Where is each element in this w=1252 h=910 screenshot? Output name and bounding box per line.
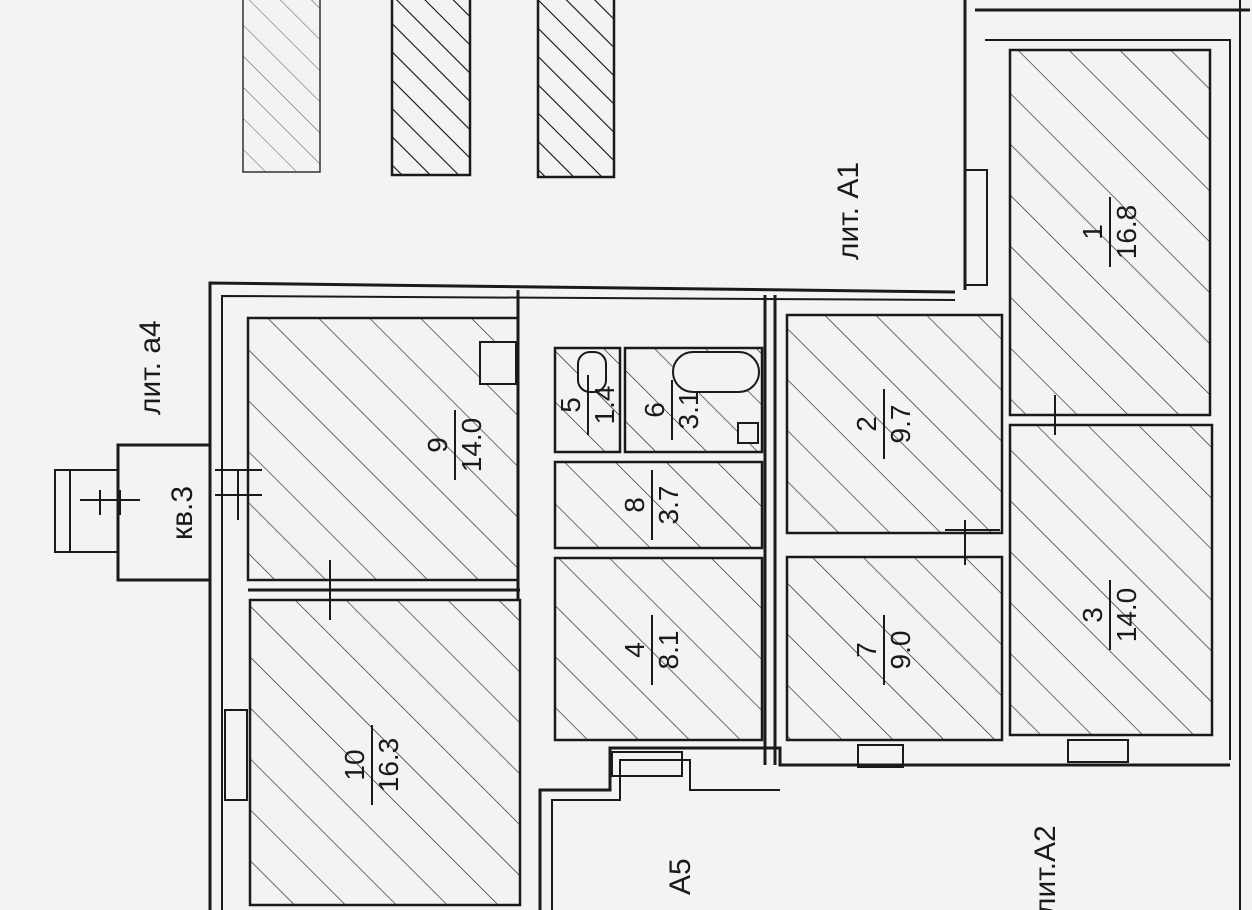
- label-a5: А5: [664, 858, 697, 895]
- room-8: [553, 460, 764, 550]
- svg-text:8: 8: [619, 497, 650, 513]
- svg-text:9.7: 9.7: [885, 405, 916, 444]
- entrance-porch: [54, 443, 262, 582]
- bathtub-icon: [672, 351, 760, 393]
- svg-text:1: 1: [1077, 224, 1108, 240]
- svg-text:14.0: 14.0: [1111, 588, 1142, 643]
- legend-swatch-dark: [536, 0, 616, 179]
- room-10: [248, 598, 522, 907]
- svg-text:7: 7: [851, 642, 882, 658]
- toilet-icon: [577, 351, 607, 393]
- svg-text:4: 4: [619, 642, 650, 658]
- legend-swatch-medium: [390, 0, 472, 177]
- svg-text:2: 2: [851, 416, 882, 432]
- svg-text:16.3: 16.3: [373, 738, 404, 793]
- room-7: [785, 555, 1004, 742]
- room-4: [553, 556, 764, 742]
- legend-swatch-light: [242, 0, 321, 173]
- svg-text:10: 10: [339, 749, 370, 780]
- svg-text:8.1: 8.1: [653, 631, 684, 670]
- svg-text:6: 6: [639, 402, 670, 418]
- svg-text:3.1: 3.1: [673, 391, 704, 430]
- label-lit-a2: лит.А2: [1029, 825, 1062, 910]
- room-9: [246, 316, 520, 582]
- svg-text:1.4: 1.4: [589, 386, 620, 425]
- svg-text:5: 5: [555, 397, 586, 413]
- svg-text:9.0: 9.0: [885, 631, 916, 670]
- label-kv3: кв.3: [166, 486, 199, 540]
- svg-text:16.8: 16.8: [1111, 205, 1142, 260]
- label-lit-a4: лит. а4: [134, 320, 167, 415]
- svg-text:3.7: 3.7: [653, 486, 684, 525]
- label-lit-a1: лит. А1: [832, 162, 865, 260]
- svg-text:14.0: 14.0: [456, 418, 487, 473]
- svg-text:3: 3: [1077, 607, 1108, 623]
- walls: [208, 0, 1250, 910]
- drain-icon: [737, 422, 759, 444]
- svg-text:9: 9: [422, 437, 453, 453]
- sink-icon: [479, 341, 517, 385]
- room-2: [785, 313, 1004, 535]
